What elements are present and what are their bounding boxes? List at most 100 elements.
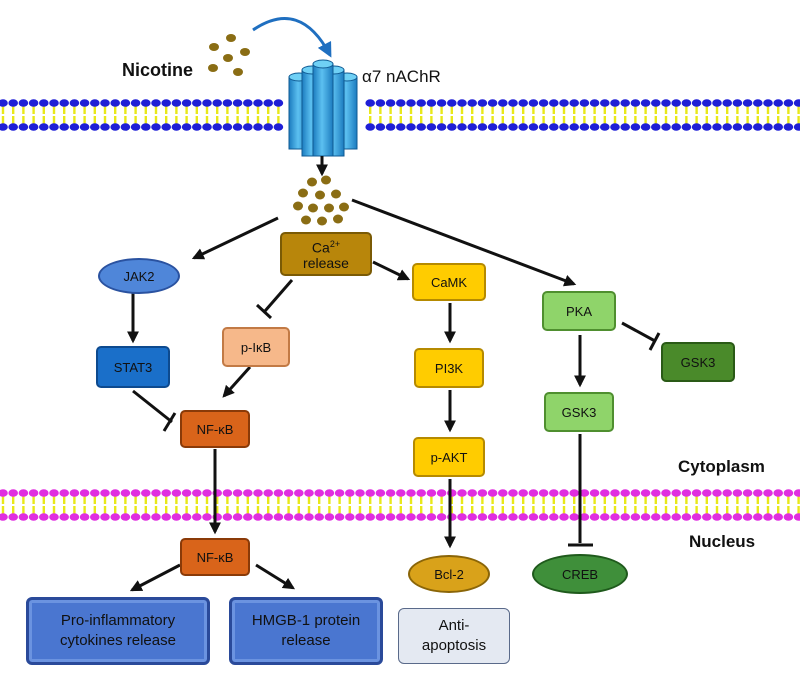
lipid-head <box>651 123 661 131</box>
lipid-head <box>467 513 478 521</box>
lipid-head <box>181 123 192 131</box>
lipid-head <box>549 123 559 131</box>
stat3-node: STAT3 <box>96 346 170 388</box>
lipid-head <box>396 99 406 107</box>
lipid-head <box>202 489 212 497</box>
lipid-head <box>722 513 732 521</box>
lipid-head <box>324 489 335 497</box>
anti-apoptosis-box: Anti-apoptosis <box>398 608 510 664</box>
lipid-head <box>294 489 304 497</box>
lipid-head <box>487 123 498 131</box>
lipid-head <box>28 489 39 497</box>
arrow-nfkb-to-hmgb1 <box>255 563 296 590</box>
lipid-head <box>569 513 579 521</box>
lipid-head <box>426 513 437 521</box>
lipid-head <box>722 99 732 107</box>
lipid-head <box>161 489 171 497</box>
lipid-head <box>192 489 202 497</box>
lipid-head <box>589 489 600 497</box>
lipid-head <box>498 123 508 131</box>
lipid-head <box>0 513 8 521</box>
lipid-head <box>141 99 151 107</box>
lipid-head <box>130 513 141 521</box>
lipid-head <box>610 513 620 521</box>
lipid-head <box>579 489 590 497</box>
lipid-head <box>120 99 131 107</box>
lipid-head <box>202 99 212 107</box>
lipid-head <box>559 99 569 107</box>
lipid-head <box>640 513 651 521</box>
lipid-head <box>100 99 110 107</box>
lipid-head <box>304 489 314 497</box>
lipid-head <box>181 513 192 521</box>
lipid-head <box>793 99 800 107</box>
lipid-head <box>273 99 284 107</box>
lipid-head <box>365 99 376 107</box>
lipid-head <box>487 99 498 107</box>
lipid-head <box>436 99 447 107</box>
lipid-head <box>436 513 447 521</box>
lipid-head <box>100 513 110 521</box>
lipid-head <box>49 513 59 521</box>
lipid-head <box>549 489 559 497</box>
nuclear-membrane <box>0 489 800 521</box>
lipid-head <box>538 489 549 497</box>
lipid-head <box>416 123 427 131</box>
lipid-head <box>487 489 498 497</box>
lipid-head <box>283 513 294 521</box>
lipid-head <box>579 513 590 521</box>
lipid-head <box>477 513 488 521</box>
lipid-head <box>141 123 151 131</box>
lipid-head <box>39 123 49 131</box>
lipid-head <box>406 123 416 131</box>
lipid-head <box>549 99 559 107</box>
lipid-head <box>426 99 437 107</box>
lipid-head <box>753 99 763 107</box>
lipid-head <box>79 489 90 497</box>
lipid-head <box>18 513 29 521</box>
lipid-head <box>528 489 539 497</box>
lipid-head <box>426 123 437 131</box>
lipid-head <box>90 123 100 131</box>
lipid-head <box>355 513 365 521</box>
lipid-head <box>773 513 783 521</box>
lipid-head <box>416 513 427 521</box>
lipid-head <box>69 123 80 131</box>
lipid-head <box>202 513 212 521</box>
lipid-head <box>69 489 80 497</box>
lipid-head <box>732 513 743 521</box>
lipid-head <box>640 123 651 131</box>
lipid-head <box>79 123 90 131</box>
calcium-symbol: Ca2+ <box>311 239 341 256</box>
lipid-head <box>447 489 457 497</box>
lipid-head <box>793 123 800 131</box>
lipid-head <box>18 99 29 107</box>
lipid-head <box>508 513 518 521</box>
lipid-head <box>681 513 692 521</box>
lipid-head <box>508 123 518 131</box>
lipid-head <box>783 123 794 131</box>
lipid-head <box>263 489 274 497</box>
hmgb1-release-box: HMGB-1 protein release <box>229 597 383 665</box>
lipid-head <box>141 489 151 497</box>
lipid-head <box>681 99 692 107</box>
lipid-head <box>589 123 600 131</box>
anti-apoptosis-text: Anti-apoptosis <box>421 617 487 654</box>
lipid-head <box>304 513 314 521</box>
lipid-head <box>171 123 182 131</box>
lipid-head <box>8 123 18 131</box>
lipid-head <box>8 513 18 521</box>
lipid-head <box>457 489 467 497</box>
lipid-head <box>334 513 345 521</box>
lipid-head <box>120 513 131 521</box>
arrow-calcium-to-pka <box>351 198 577 287</box>
lipid-head <box>753 513 763 521</box>
lipid-head <box>294 513 304 521</box>
lipid-head <box>39 99 49 107</box>
lipid-head <box>671 489 681 497</box>
lipid-head <box>396 123 406 131</box>
lipid-head <box>518 99 528 107</box>
lipid-head <box>385 513 396 521</box>
lipid-head <box>732 489 743 497</box>
lipid-head <box>538 513 549 521</box>
